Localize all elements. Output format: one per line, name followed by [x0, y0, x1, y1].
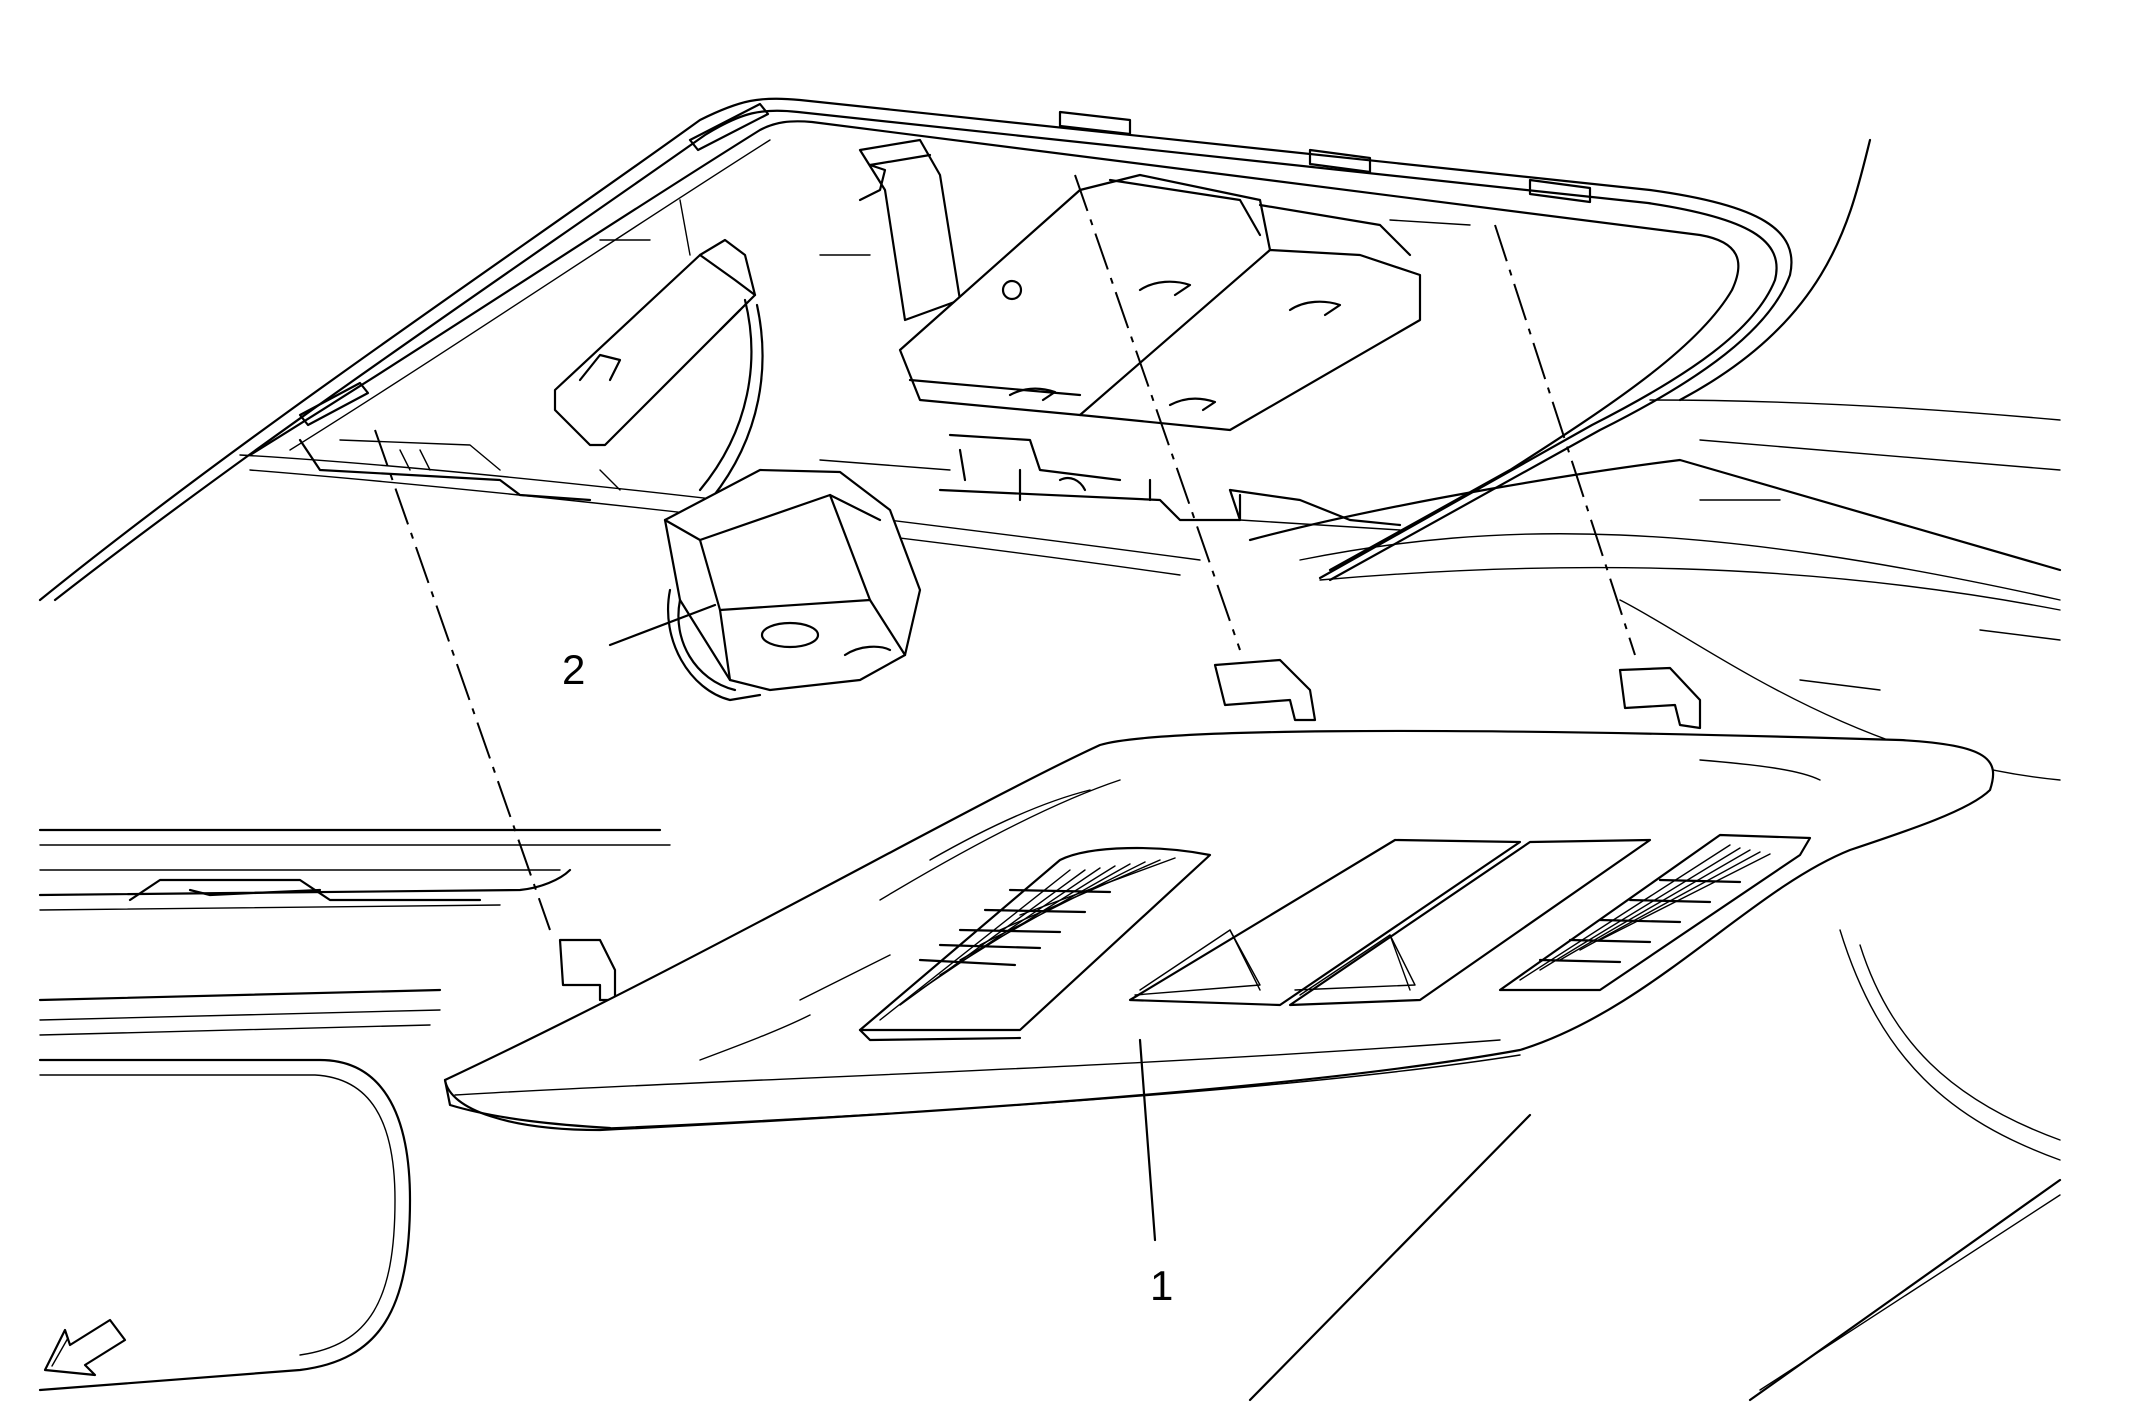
- callout-2: 2: [562, 603, 717, 693]
- alignment-lines: [374, 174, 1636, 931]
- roof-mechanism: [298, 138, 1471, 531]
- vehicle-body-lines: [38, 828, 2062, 1402]
- callout-1: 1: [1138, 1038, 1173, 1309]
- front-direction-arrow-icon: [43, 1318, 127, 1377]
- right-switch-bank: [1498, 833, 1812, 992]
- microphone-module: [553, 238, 922, 702]
- dome-lamp-lenses: [1128, 838, 1652, 1007]
- callout-label-2: 2: [562, 646, 585, 693]
- left-switch-bank: [858, 846, 1212, 1042]
- headliner-frame: [38, 97, 2062, 781]
- callout-label-1: 1: [1150, 1262, 1173, 1309]
- overhead-console: [443, 658, 1995, 1132]
